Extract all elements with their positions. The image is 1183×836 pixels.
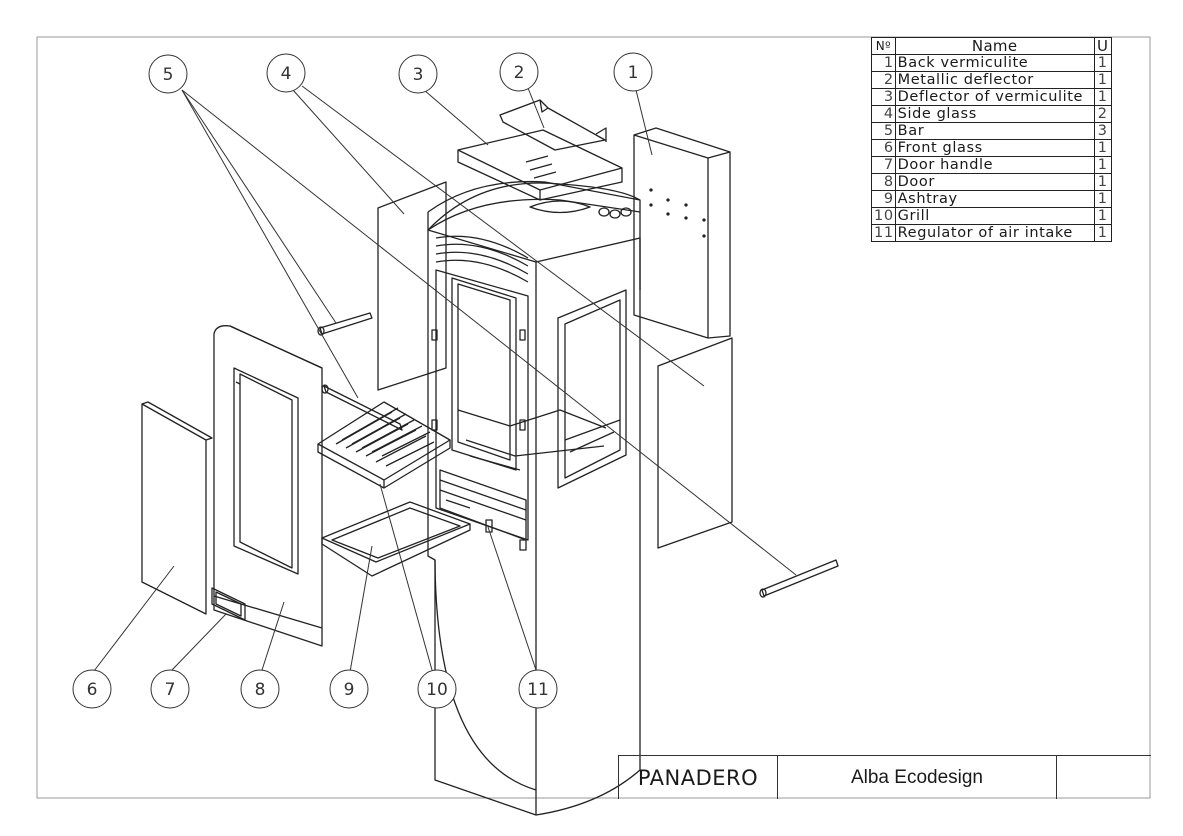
callout-10: 10: [417, 669, 457, 709]
svg-text:3: 3: [413, 65, 424, 85]
title-block-empty-cell: [1057, 756, 1151, 799]
svg-text:2: 2: [514, 63, 525, 83]
bom-row-name: Door: [894, 173, 1095, 191]
callout-9: 9: [329, 669, 369, 709]
bom-header-number: Nº: [871, 37, 896, 55]
callout-7: 7: [150, 669, 190, 709]
bom-row-name: Grill: [894, 207, 1095, 225]
bom-row-number: 9: [871, 190, 896, 208]
bom-row-units: 3: [1093, 122, 1112, 140]
part-7-door-handle: [211, 587, 246, 621]
callout-3: 3: [398, 54, 438, 94]
bom-row-number: 7: [871, 156, 896, 174]
part-5-bars: [317, 312, 839, 598]
bom-row-units: 1: [1093, 71, 1112, 89]
sheet-border: [36, 36, 1151, 799]
bom-row-units: 1: [1093, 156, 1112, 174]
svg-text:9: 9: [344, 680, 355, 700]
bom-row-name: Ashtray: [894, 190, 1095, 208]
bom-row-number: 5: [871, 122, 896, 140]
bom-row-units: 1: [1093, 139, 1112, 157]
leader-lines: [93, 85, 797, 673]
bom-row-name: Metallic deflector: [894, 71, 1095, 89]
bom-row-name: Back vermiculite: [894, 54, 1095, 72]
bom-header-row: Nº Name U: [871, 37, 1112, 55]
callout-1: 1: [613, 52, 653, 92]
bom-row-name: Side glass: [894, 105, 1095, 123]
bom-row-name: Bar: [894, 122, 1095, 140]
part-10-grill: [317, 401, 451, 489]
bom-row-units: 2: [1093, 105, 1112, 123]
callout-8: 8: [240, 669, 280, 709]
bom-row-name: Regulator of air intake: [894, 224, 1095, 242]
bom-row-number: 2: [871, 71, 896, 89]
bom-row-units: 1: [1093, 224, 1112, 242]
model-name: Alba Ecodesign: [778, 756, 1057, 799]
part-1-back-vermiculite: [633, 127, 731, 339]
callout-4: 4: [266, 53, 306, 93]
stove-body: [427, 180, 641, 816]
callout-5: 5: [148, 54, 188, 94]
bom-row-number: 1: [871, 54, 896, 72]
bom-row-name: Deflector of vermiculite: [894, 88, 1095, 106]
svg-text:10: 10: [426, 680, 448, 700]
bom-row-number: 3: [871, 88, 896, 106]
bom-row-units: 1: [1093, 54, 1112, 72]
bom-header-name: Name: [894, 37, 1095, 55]
bom-row-units: 1: [1093, 190, 1112, 208]
company-name: PANADERO: [619, 756, 778, 799]
svg-text:6: 6: [87, 680, 98, 700]
svg-text:4: 4: [281, 64, 292, 84]
callout-6: 6: [72, 669, 112, 709]
part-2-metallic-deflector: [499, 99, 607, 151]
svg-text:7: 7: [165, 680, 176, 700]
bom-row-number: 11: [871, 224, 896, 242]
bom-row-name: Front glass: [894, 139, 1095, 157]
part-6-front-glass: [141, 401, 213, 615]
part-8-door: [213, 325, 323, 647]
bom-header-units: U: [1093, 37, 1112, 55]
svg-text:5: 5: [163, 65, 174, 85]
callout-11: 11: [518, 669, 558, 709]
part-3-deflector-vermiculite: [457, 129, 623, 201]
part-9-ashtray: [321, 501, 471, 577]
bom-row-number: 4: [871, 105, 896, 123]
callout-2: 2: [499, 52, 539, 92]
bom-row-units: 1: [1093, 88, 1112, 106]
bom-row-number: 6: [871, 139, 896, 157]
title-block: PANADERO Alba Ecodesign: [618, 755, 1151, 799]
bom-row-number: 8: [871, 173, 896, 191]
svg-text:11: 11: [527, 680, 549, 700]
bom-row-units: 1: [1093, 173, 1112, 191]
part-4-side-glass-left: [377, 181, 447, 391]
bom-row-number: 10: [871, 207, 896, 225]
svg-text:8: 8: [255, 680, 266, 700]
bom-row-name: Door handle: [894, 156, 1095, 174]
bom-row-units: 1: [1093, 207, 1112, 225]
svg-text:1: 1: [628, 63, 639, 83]
part-4-side-glass-right: [657, 337, 733, 549]
